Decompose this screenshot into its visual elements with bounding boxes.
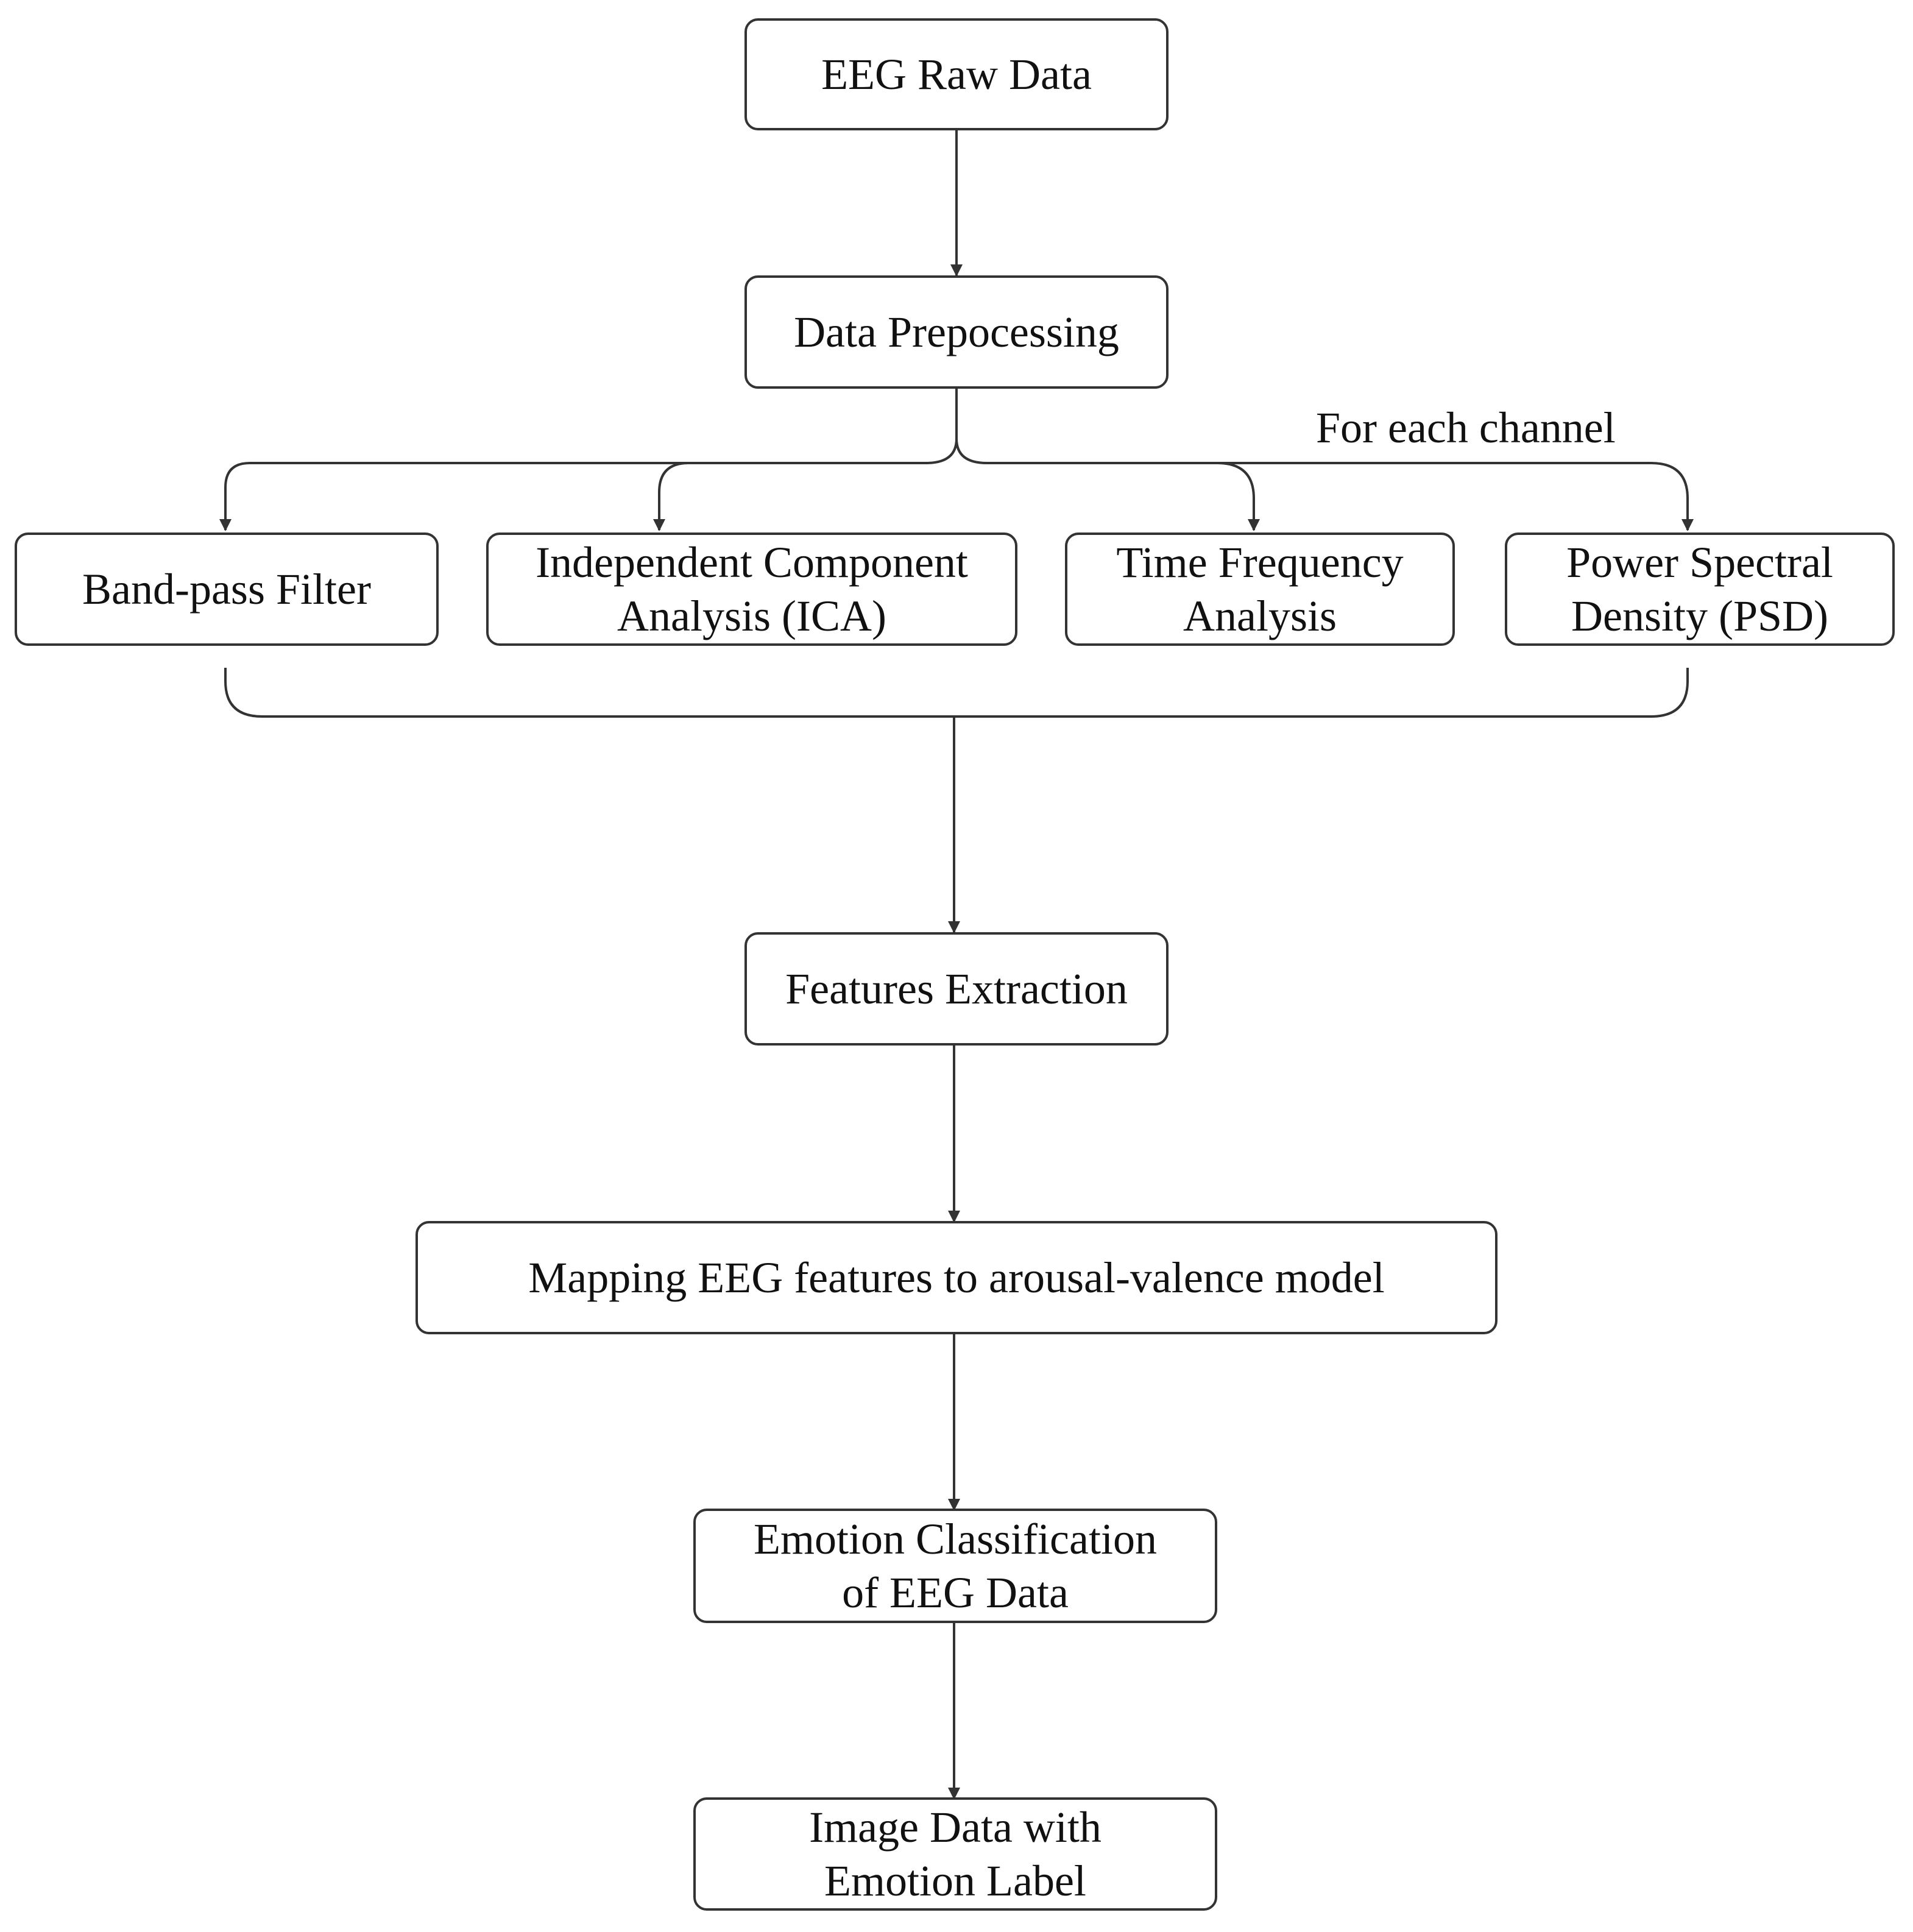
- node-features-extraction: Features Extraction: [744, 932, 1169, 1046]
- node-mapping: Mapping EEG features to arousal-valence …: [415, 1221, 1498, 1334]
- node-emotion-classification-line-1: Emotion Classification: [754, 1515, 1157, 1563]
- node-ica-line-2: Analysis (ICA): [617, 592, 886, 640]
- for-each-channel-annotation: For each channel: [1316, 403, 1616, 452]
- node-eeg-raw-data: EEG Raw Data: [744, 18, 1169, 130]
- node-ica: Independent Component Analysis (ICA): [486, 533, 1017, 646]
- node-data-preprocessing-label: Data Prepocessing: [794, 308, 1119, 356]
- node-psd-line-1: Power Spectral: [1566, 538, 1833, 587]
- node-data-preprocessing: Data Prepocessing: [744, 275, 1169, 389]
- merge-brace: [224, 668, 1689, 718]
- arrow-to-ica: [653, 462, 689, 531]
- node-emotion-classification: Emotion Classification of EEG Data: [693, 1509, 1217, 1623]
- arrow-to-band-pass: [219, 462, 250, 531]
- node-emotion-classification-line-2: of EEG Data: [842, 1568, 1069, 1617]
- node-band-pass-filter-label: Band-pass Filter: [82, 565, 371, 614]
- node-image-data-with-emotion-label: Image Data with Emotion Label: [693, 1797, 1217, 1911]
- node-mapping-label: Mapping EEG features to arousal-valence …: [528, 1253, 1385, 1302]
- node-image-data-line-1: Image Data with: [809, 1803, 1101, 1852]
- node-time-frequency-line-1: Time Frequency: [1116, 538, 1404, 587]
- branch-brace: [925, 438, 988, 464]
- node-ica-line-1: Independent Component: [536, 538, 968, 587]
- node-psd: Power Spectral Density (PSD): [1505, 533, 1895, 646]
- arrow-to-psd: [1650, 462, 1694, 531]
- node-image-data-line-2: Emotion Label: [824, 1856, 1086, 1905]
- node-time-frequency-analysis: Time Frequency Analysis: [1065, 533, 1455, 646]
- node-features-extraction-label: Features Extraction: [785, 964, 1128, 1013]
- node-time-frequency-line-2: Analysis: [1183, 592, 1337, 640]
- node-eeg-raw-data-label: EEG Raw Data: [821, 50, 1092, 99]
- node-psd-line-2: Density (PSD): [1571, 592, 1828, 640]
- arrow-to-time-frequency: [1217, 462, 1260, 531]
- node-band-pass-filter: Band-pass Filter: [15, 533, 439, 646]
